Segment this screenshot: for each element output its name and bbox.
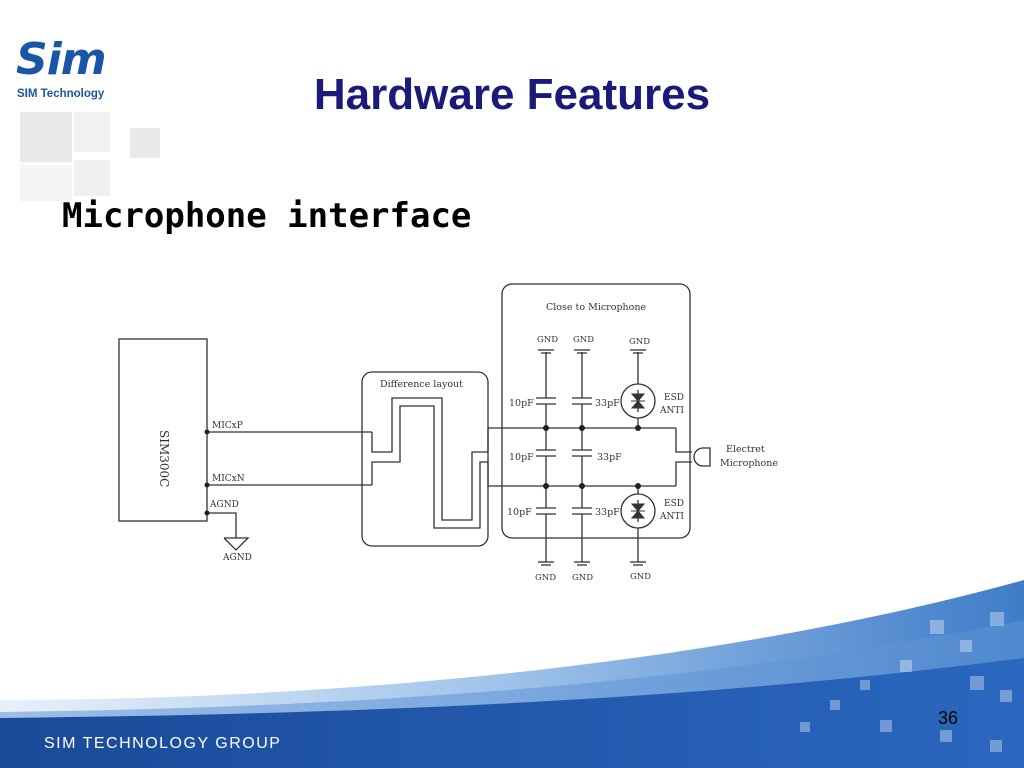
- cap-10pf-label: 10pF: [509, 452, 534, 463]
- decor-square: [74, 160, 110, 196]
- decor-square: [74, 112, 110, 152]
- electret-label: Electret: [726, 444, 765, 455]
- gnd-label: GND: [537, 335, 558, 345]
- slide-title: Hardware Features: [0, 70, 1024, 120]
- microphone-circuit-diagram: SIM300C MICxP MICxN AGND AGND Difference…: [118, 283, 778, 583]
- gnd-label: GND: [573, 335, 594, 345]
- cap-10pf-label: 10pF: [507, 507, 532, 518]
- cap-33pf-label: 33pF: [595, 398, 620, 409]
- close-to-mic-box: [501, 283, 691, 539]
- esd-anti-label: ANTI: [659, 406, 684, 416]
- logo-company-name: SIM Technology: [17, 88, 105, 100]
- layout-box-label: Difference layout: [380, 379, 463, 390]
- esd-label: ESD: [664, 499, 684, 509]
- cap-33pf-label: 33pF: [595, 507, 620, 518]
- gnd-label: GND: [630, 572, 651, 582]
- close-box-label: Close to Microphone: [546, 302, 646, 313]
- cap-33pf-label: 33pF: [597, 452, 622, 463]
- pin-agnd-label: AGND: [209, 500, 239, 510]
- cap-10pf-label: 10pF: [509, 398, 534, 409]
- esd-label: ESD: [664, 393, 684, 403]
- footer-company-name: SIM TECHNOLOGY GROUP: [44, 735, 282, 752]
- esd-diode-bottom: [620, 493, 656, 529]
- gnd-label: GND: [572, 573, 593, 583]
- pin-micp-label: MICxP: [212, 421, 243, 431]
- agnd-symbol-label: AGND: [222, 553, 252, 563]
- gnd-label: GND: [629, 337, 650, 347]
- microphone-label: Microphone: [720, 458, 778, 469]
- decor-square: [20, 165, 72, 201]
- decor-square: [130, 128, 160, 158]
- difference-layout-box: [361, 371, 489, 547]
- esd-diode-top: [620, 383, 656, 419]
- pin-micn-label: MICxN: [212, 474, 245, 484]
- slide-subtitle: Microphone interface: [62, 196, 472, 236]
- slide-title-text: Hardware Features: [313, 70, 711, 119]
- logo-wordmark: Sim: [16, 34, 107, 85]
- esd-anti-label: ANTI: [659, 512, 684, 522]
- decor-square: [20, 112, 72, 162]
- footer-wave: [0, 580, 1024, 768]
- page-number: 36: [938, 708, 959, 728]
- gnd-label: GND: [535, 573, 556, 583]
- module-label: SIM300C: [157, 430, 171, 487]
